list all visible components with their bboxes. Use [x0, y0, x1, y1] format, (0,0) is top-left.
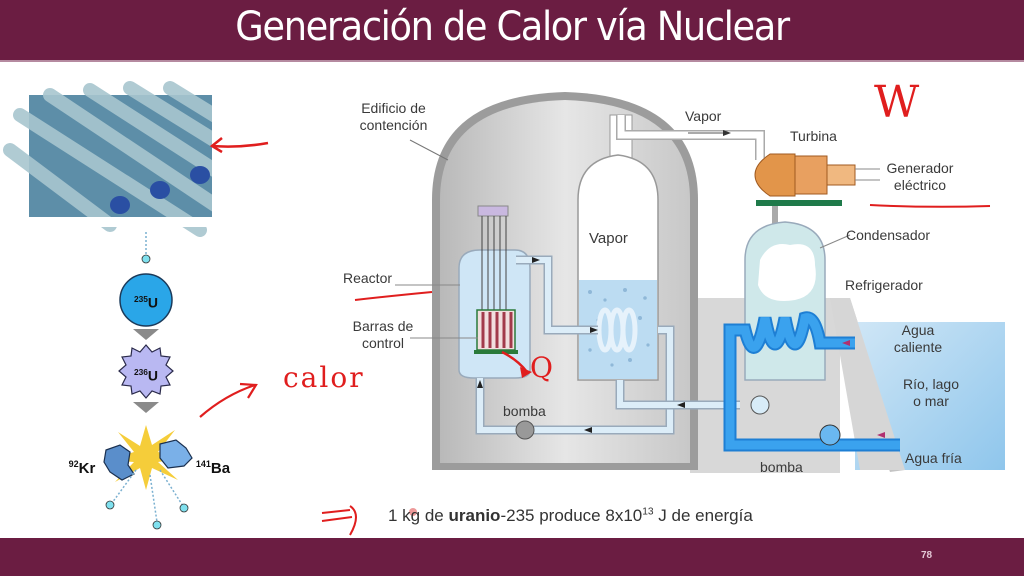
slide-footer: 78	[0, 538, 1024, 576]
label-cold-water: Agua fría	[905, 450, 962, 466]
annotation-scribble-bottom	[321, 505, 357, 536]
label-reactor: Reactor	[343, 270, 393, 286]
annotation-w: W	[874, 77, 920, 128]
page-number: 78	[921, 550, 933, 561]
annotation-q: Q	[530, 351, 553, 384]
steam-generator	[577, 114, 659, 381]
annotation-calor: calor	[283, 361, 365, 394]
pump-cooling	[819, 424, 841, 446]
fission-chain	[103, 232, 193, 530]
annotation-arrow-rods	[209, 137, 269, 154]
label-vapor-vessel: Vapor	[589, 230, 628, 247]
u235-label: 235U	[133, 294, 159, 311]
energy-statement: 1 kg de uranio-235 produce 8x1013 J de e…	[388, 506, 753, 525]
pump-condenser-1	[750, 395, 770, 415]
annotation-underline-generator	[869, 204, 991, 208]
annotation-arrow-calor	[199, 382, 258, 418]
label-vapor-pipe: Vapor	[685, 108, 722, 124]
u236-nucleus	[118, 344, 174, 399]
turbine-generator	[754, 153, 880, 230]
fuel-rods-image	[0, 81, 252, 237]
label-turbine: Turbina	[790, 128, 837, 144]
label-refrigerator: Refrigerador	[845, 277, 923, 293]
u235-nucleus	[119, 273, 173, 327]
ba-label: 141Ba	[195, 459, 231, 477]
kr-label: 92Kr	[68, 459, 96, 477]
cooling-loop	[723, 311, 900, 452]
pump-primary	[515, 420, 535, 440]
u236-label: 236U	[133, 367, 159, 384]
annotation-underline-reactor	[354, 291, 433, 301]
slide-header: Generación de Calor vía Nuclear	[0, 0, 1024, 62]
label-condenser: Condensador	[846, 227, 931, 243]
slide-title: Generación de Calor vía Nuclear	[235, 4, 790, 50]
reactor-vessel	[458, 205, 531, 379]
cursor-dot	[409, 508, 417, 516]
header-divider	[0, 60, 1024, 62]
label-pump-cooling: bomba	[760, 459, 803, 475]
label-pump-primary: bomba	[503, 403, 546, 419]
